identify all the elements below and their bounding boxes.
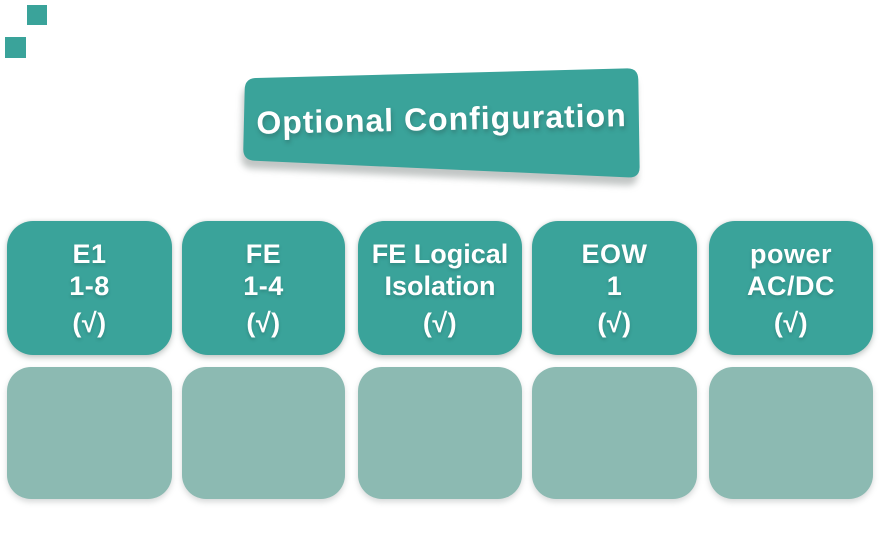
card-line: E1: [72, 238, 107, 269]
card-line: FE Logical: [371, 238, 509, 269]
card-line: power: [749, 238, 832, 269]
card-line: 1-8: [69, 270, 110, 301]
config-card-e1: E1 1-8 (√): [7, 221, 172, 355]
placeholder-card: [7, 367, 172, 499]
card-line: Isolation: [384, 270, 496, 301]
card-line: 1-4: [243, 270, 284, 301]
check-mark: (√): [422, 307, 458, 338]
placeholder-card: [182, 367, 345, 499]
config-card-fe-logical-isolation: FE Logical Isolation (√): [358, 221, 522, 355]
config-card-fe: FE 1-4 (√): [182, 221, 345, 355]
placeholder-card: [709, 367, 873, 499]
card-line: FE: [245, 238, 282, 269]
check-mark: (√): [246, 307, 281, 338]
placeholder-card: [532, 367, 697, 499]
card-line: 1: [606, 270, 623, 301]
banner-title: Optional Configuration: [255, 96, 628, 141]
deco-square-icon: [27, 5, 47, 25]
check-mark: (√): [72, 307, 107, 338]
check-mark: (√): [773, 307, 809, 338]
config-card-power: power AC/DC (√): [709, 221, 873, 355]
card-line: EOW: [581, 238, 648, 269]
deco-square-icon: [5, 37, 26, 58]
config-card-eow: EOW 1 (√): [532, 221, 697, 355]
placeholder-card: [358, 367, 522, 499]
card-line: AC/DC: [747, 270, 835, 301]
check-mark: (√): [597, 307, 632, 338]
